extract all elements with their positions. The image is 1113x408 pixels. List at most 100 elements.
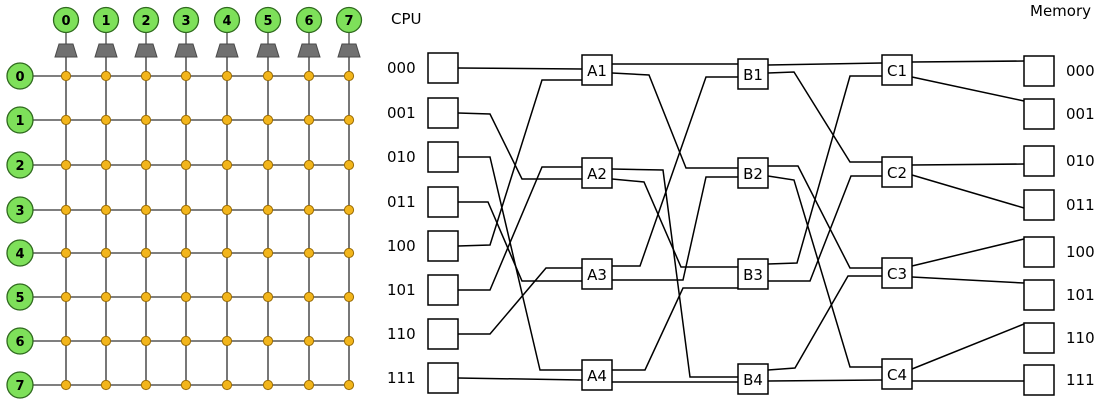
network-wire xyxy=(767,275,882,371)
crossbar-junction xyxy=(180,114,192,126)
network-wire xyxy=(457,79,582,247)
memory-port-box-100 xyxy=(1023,236,1055,268)
switch-label: A3 xyxy=(587,266,607,284)
crossbar-row-node-1 xyxy=(6,106,34,134)
cpu-port-box-000 xyxy=(427,52,459,84)
crossbar-junction xyxy=(140,247,152,259)
crossbar-junction xyxy=(221,379,233,391)
switch-box-c4 xyxy=(881,358,913,390)
crossbar-junction xyxy=(221,204,233,216)
network-wire xyxy=(911,76,1025,102)
switch-box-b3 xyxy=(737,258,769,290)
crossbar-junction xyxy=(221,70,233,82)
crossbar-column-connectors xyxy=(54,32,361,58)
switch-label: A1 xyxy=(587,62,607,80)
switch-label: C2 xyxy=(887,164,907,182)
network-wire xyxy=(457,112,582,180)
memory-port-box-101 xyxy=(1023,279,1055,311)
crossbar-junction xyxy=(221,114,233,126)
cpu-port-box-010 xyxy=(427,141,459,173)
crossbar-column-label: 6 xyxy=(304,14,313,29)
crossbar-row-node-4 xyxy=(6,239,34,267)
crossbar-junction xyxy=(60,204,72,216)
crossbar-junction xyxy=(262,114,274,126)
network-wire xyxy=(768,175,882,282)
memory-port-box-111 xyxy=(1023,364,1055,396)
crossbar-funnel-0 xyxy=(54,43,78,58)
network-wire xyxy=(768,165,882,269)
crossbar-funnel-3 xyxy=(174,43,198,58)
switch-label: B1 xyxy=(743,66,763,84)
crossbar-row-label: 1 xyxy=(15,114,24,129)
network-wire xyxy=(767,71,882,163)
crossbar-junction xyxy=(343,379,355,391)
network-wire xyxy=(911,276,1025,284)
network-wire xyxy=(612,287,738,371)
crossbar-junction xyxy=(303,291,315,303)
cpu-port-label: 010 xyxy=(387,148,416,166)
crossbar-junction xyxy=(303,247,315,259)
switch-box-c1 xyxy=(881,54,913,86)
cpu-port-label: 100 xyxy=(387,237,416,255)
crossbar-junction xyxy=(303,204,315,216)
crossbar-junction xyxy=(140,335,152,347)
cpu-port-label: 111 xyxy=(387,369,416,387)
crossbar-column-label: 2 xyxy=(141,14,150,29)
crossbar-junction xyxy=(303,379,315,391)
crossbar-row-node-3 xyxy=(6,196,34,224)
memory-port-label: 100 xyxy=(1066,243,1095,261)
crossbar-junction xyxy=(100,247,112,259)
crossbar-column-label: 4 xyxy=(222,14,231,29)
network-wire xyxy=(457,377,583,381)
crossbar-junction xyxy=(100,159,112,171)
crossbar-junction xyxy=(100,70,112,82)
crossbar-junction xyxy=(140,159,152,171)
crossbar-grid-lines xyxy=(21,55,350,386)
crossbar-junction xyxy=(60,291,72,303)
crossbar-column-label: 5 xyxy=(263,14,272,29)
cpu-port-box-011 xyxy=(427,186,459,218)
switch-label: C4 xyxy=(887,366,907,384)
switch-label: B2 xyxy=(743,165,763,183)
switch-label: A2 xyxy=(587,165,607,183)
crossbar-junction xyxy=(343,70,355,82)
crossbar-junction xyxy=(262,247,274,259)
network-wire xyxy=(911,163,1025,166)
cpu-port-label: 001 xyxy=(387,104,416,122)
crossbar-junction xyxy=(60,247,72,259)
network-wire xyxy=(911,323,1025,370)
crossbar-junction xyxy=(221,291,233,303)
memory-port-box-110 xyxy=(1023,322,1055,354)
crossbar-junction xyxy=(262,204,274,216)
network-wire xyxy=(611,168,738,378)
crossbar-junction xyxy=(303,114,315,126)
crossbar-junction xyxy=(180,204,192,216)
switch-box-c2 xyxy=(881,156,913,188)
crossbar-junction xyxy=(343,159,355,171)
crossbar-funnel-1 xyxy=(94,43,118,58)
crossbar-row-label: 0 xyxy=(15,70,24,85)
switch-label: B4 xyxy=(743,371,763,389)
cpu-port-box-001 xyxy=(427,97,459,129)
memory-port-box-010 xyxy=(1023,145,1055,177)
cpu-port-label: 101 xyxy=(387,281,416,299)
cpu-port-box-111 xyxy=(427,362,459,394)
crossbar-column-node-2 xyxy=(132,6,160,34)
crossbar-column-label: 7 xyxy=(344,14,353,29)
network-wire xyxy=(911,174,1025,209)
crossbar-funnel-6 xyxy=(297,43,321,58)
network-wire xyxy=(611,72,738,169)
memory-port-label: 111 xyxy=(1066,371,1095,389)
crossbar-junction xyxy=(303,70,315,82)
crossbar-row-label: 2 xyxy=(15,159,24,174)
cpu-port-box-101 xyxy=(427,274,459,306)
crossbar-column-node-7 xyxy=(335,6,363,34)
cpu-port-box-110 xyxy=(427,318,459,350)
crossbar-junction xyxy=(343,114,355,126)
